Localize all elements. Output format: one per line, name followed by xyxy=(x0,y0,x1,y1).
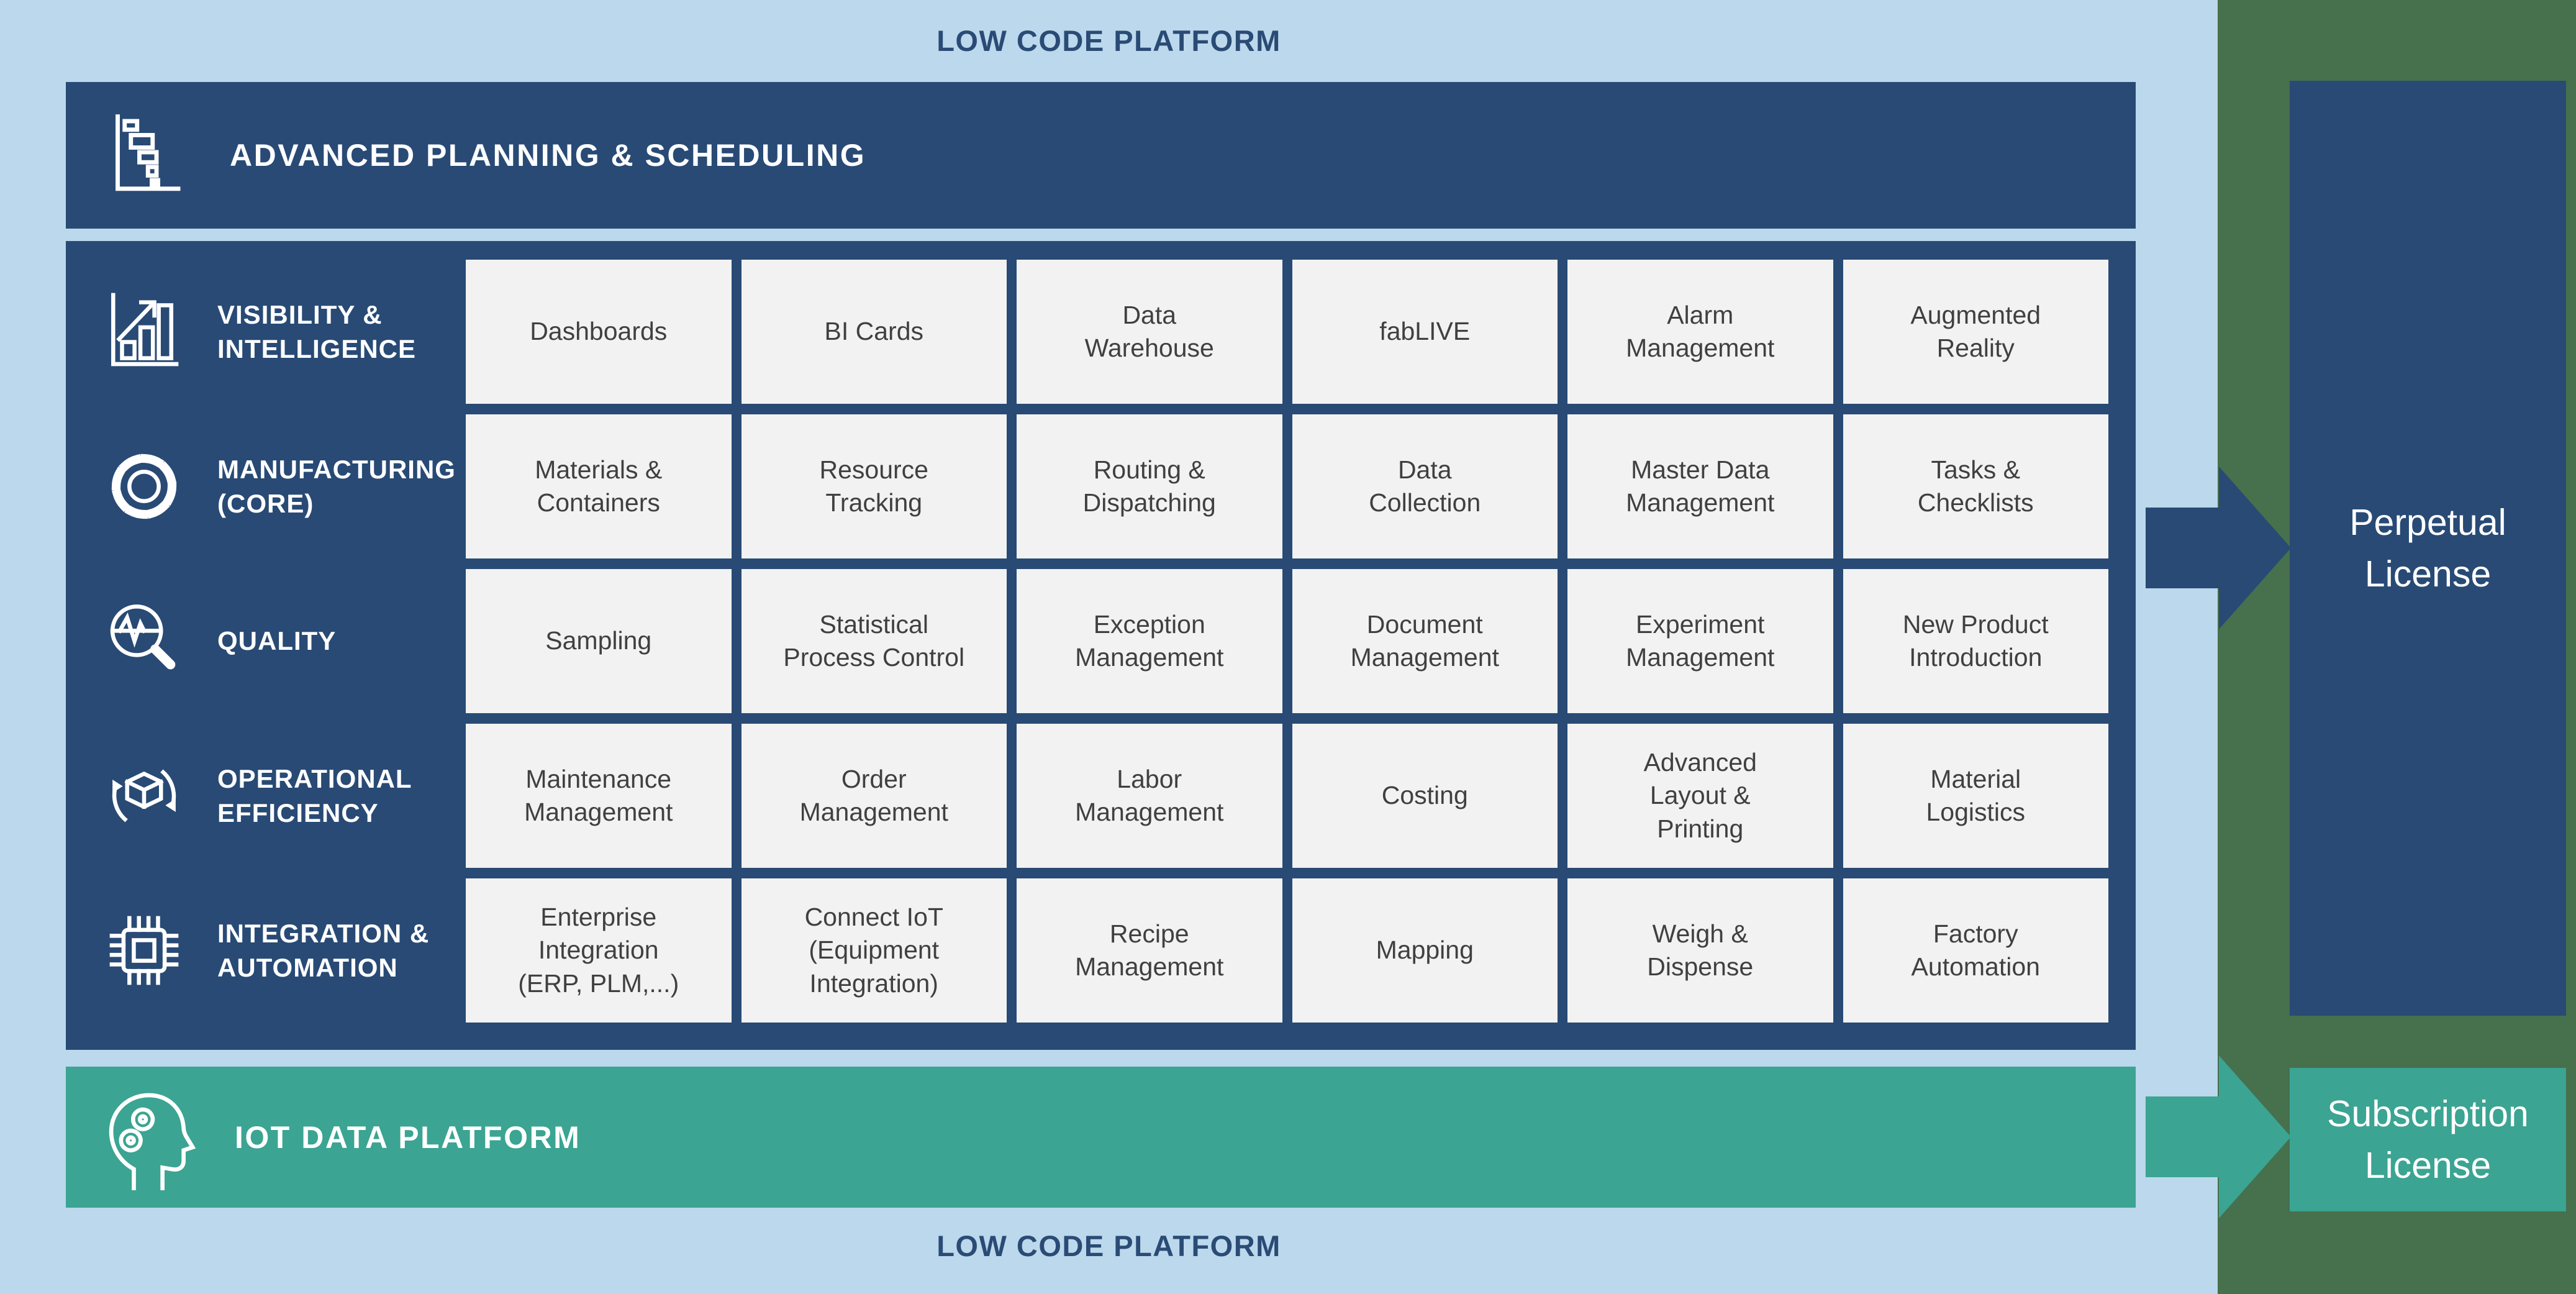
subscription-license-box: Subscription License xyxy=(2290,1068,2566,1211)
chip-icon xyxy=(97,906,191,995)
mes-modules-grid: VISIBILITY & INTELLIGENCE Dashboards BI … xyxy=(66,241,2136,1050)
cell-augmented-reality: Augmented Reality xyxy=(1843,260,2108,404)
cell-factory-automation: Factory Automation xyxy=(1843,878,2108,1023)
cell-recipe-management: Recipe Management xyxy=(1017,878,1282,1023)
row-label: OPERATIONAL EFFICIENCY xyxy=(217,763,412,827)
row-header-quality: QUALITY xyxy=(66,569,456,713)
cell-master-data-management: Master Data Management xyxy=(1567,414,1833,558)
advanced-planning-banner-label: ADVANCED PLANNING & SCHEDULING xyxy=(230,138,866,173)
cell-routing-dispatching: Routing & Dispatching xyxy=(1017,414,1282,558)
cell-connect-iot: Connect IoT (Equipment Integration) xyxy=(741,878,1007,1023)
cell-material-logistics: Material Logistics xyxy=(1843,724,2108,868)
bottom-title: LOW CODE PLATFORM xyxy=(937,1229,1281,1262)
subscription-arrow-icon xyxy=(2146,1055,2291,1218)
cell-statistical-process-control: Statistical Process Control xyxy=(741,569,1007,713)
cell-enterprise-integration: Enterprise Integration (ERP, PLM,...) xyxy=(466,878,732,1023)
cell-weigh-dispense: Weigh & Dispense xyxy=(1567,878,1833,1023)
top-title: LOW CODE PLATFORM xyxy=(937,24,1281,57)
magnifier-pulse-icon xyxy=(97,597,191,685)
cycle-box-icon xyxy=(97,752,191,840)
bar-chart-growth-icon xyxy=(97,288,191,376)
cell-costing: Costing xyxy=(1292,724,1558,868)
cell-tasks-checklists: Tasks & Checklists xyxy=(1843,414,2108,558)
cell-labor-management: Labor Management xyxy=(1017,724,1282,868)
cell-exception-management: Exception Management xyxy=(1017,569,1282,713)
cell-data-warehouse: Data Warehouse xyxy=(1017,260,1282,404)
iot-data-platform-banner-label: IOT DATA PLATFORM xyxy=(235,1119,581,1155)
cell-mapping: Mapping xyxy=(1292,878,1558,1023)
gantt-chart-icon xyxy=(101,109,194,202)
advanced-planning-banner: ADVANCED PLANNING & SCHEDULING xyxy=(66,82,2136,229)
cell-materials-containers: Materials & Containers xyxy=(466,414,732,558)
cell-maintenance-management: Maintenance Management xyxy=(466,724,732,868)
cell-sampling: Sampling xyxy=(466,569,732,713)
row-header-integration-automation: INTEGRATION & AUTOMATION xyxy=(66,878,456,1023)
cell-order-management: Order Management xyxy=(741,724,1007,868)
cell-document-management: Document Management xyxy=(1292,569,1558,713)
cell-advanced-layout-printing: Advanced Layout & Printing xyxy=(1567,724,1833,868)
cell-bi-cards: BI Cards xyxy=(741,260,1007,404)
iot-data-platform-banner: IOT DATA PLATFORM xyxy=(66,1067,2136,1208)
cell-resource-tracking: Resource Tracking xyxy=(741,414,1007,558)
gear-icon xyxy=(97,442,191,531)
row-header-manufacturing-core: MANUFACTURING (CORE) xyxy=(66,414,456,558)
row-label: MANUFACTURING (CORE) xyxy=(217,454,456,518)
cell-new-product-introduction: New Product Introduction xyxy=(1843,569,2108,713)
cell-data-collection: Data Collection xyxy=(1292,414,1558,558)
row-label: VISIBILITY & INTELLIGENCE xyxy=(217,299,417,363)
cell-experiment-management: Experiment Management xyxy=(1567,569,1833,713)
head-gears-icon xyxy=(101,1085,199,1190)
cell-fablive: fabLIVE xyxy=(1292,260,1558,404)
cell-dashboards: Dashboards xyxy=(466,260,732,404)
row-label: QUALITY xyxy=(217,626,337,656)
row-header-operational-efficiency: OPERATIONAL EFFICIENCY xyxy=(66,724,456,868)
row-header-visibility-intelligence: VISIBILITY & INTELLIGENCE xyxy=(66,260,456,404)
row-label: INTEGRATION & AUTOMATION xyxy=(217,918,430,982)
perpetual-arrow-icon xyxy=(2146,467,2291,629)
perpetual-license-box: Perpetual License xyxy=(2290,81,2566,1016)
cell-alarm-management: Alarm Management xyxy=(1567,260,1833,404)
